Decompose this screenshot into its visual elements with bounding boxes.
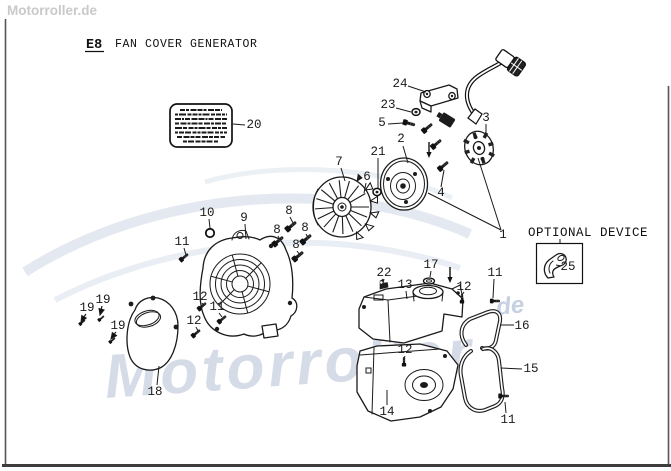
fan-blade-tips (355, 173, 380, 241)
callout-9: 9 (240, 211, 248, 225)
part-cooling-fan (312, 173, 380, 241)
callout-21: 21 (370, 145, 385, 159)
callout-15: 15 (523, 362, 538, 376)
part-grommet-10 (204, 227, 216, 239)
part-gasket-upper (459, 309, 503, 351)
connector-plug (495, 49, 527, 77)
part-wire-harness (464, 49, 527, 125)
callout-2: 2 (397, 132, 405, 146)
leader-lines (78, 85, 523, 414)
spec-label-text-lines (175, 109, 227, 143)
part-clip-22 (379, 278, 389, 290)
fan-cover-grille (209, 253, 271, 315)
optional-device-label: OPTIONAL DEVICE (528, 226, 648, 240)
callout-12d: 12 (397, 343, 412, 357)
part-shroud-lower (356, 343, 459, 422)
page-title: E8 FAN COVER GENERATOR (85, 38, 258, 53)
callout-5: 5 (378, 116, 386, 130)
part-flywheel (379, 157, 429, 211)
part-pickup-coil (436, 112, 456, 128)
callout-8d: 8 (292, 238, 300, 252)
part-duct-cover (126, 295, 179, 371)
part-shroud-upper (358, 282, 464, 344)
callout-10: 10 (199, 206, 214, 220)
callout-18: 18 (147, 385, 162, 399)
callout-19a: 19 (79, 301, 94, 315)
fan-fins (315, 180, 369, 235)
part-washer-21 (372, 187, 382, 197)
harness-boot (467, 108, 483, 125)
callout-23: 23 (380, 98, 395, 112)
callout-14: 14 (379, 405, 394, 419)
callout-25: 25 (560, 260, 575, 274)
callout-17: 17 (423, 258, 438, 272)
callout-11d: 11 (209, 300, 224, 314)
section-code: E8 (86, 38, 102, 53)
callout-arrow-19 (78, 305, 118, 341)
optional-device-section: OPTIONAL DEVICE 25 (528, 226, 648, 285)
part-bracket (419, 84, 459, 113)
callout-3: 3 (482, 111, 490, 125)
callout-19c: 19 (110, 319, 125, 333)
callout-8b: 8 (273, 223, 281, 237)
callout-6: 6 (363, 170, 371, 184)
callout-12b: 12 (186, 314, 201, 328)
callout-7: 7 (335, 155, 343, 169)
callout-11a: 11 (174, 235, 189, 249)
callout-labels: 20 24 23 5 2 21 7 3 6 4 1 10 9 8 8 8 8 1… (79, 77, 538, 427)
callout-12a: 12 (192, 290, 207, 304)
callout-11b: 11 (487, 266, 502, 280)
callout-16: 16 (514, 319, 529, 333)
part-fan-cover (199, 229, 298, 339)
direction-arrows (426, 142, 453, 283)
part-stator (463, 130, 495, 166)
part-spec-label (169, 103, 233, 148)
callout-11c: 11 (500, 413, 515, 427)
section-title: FAN COVER GENERATOR (115, 38, 258, 51)
callout-20: 20 (246, 118, 261, 132)
page-frame (2, 19, 671, 467)
watermark-topleft: Motorroller.de (7, 3, 98, 18)
callout-13: 13 (397, 278, 412, 292)
part-gasket-lower (458, 346, 505, 413)
part-cap-17 (422, 277, 436, 285)
callout-4: 4 (437, 186, 445, 200)
callout-8c: 8 (301, 221, 309, 235)
callout-19b: 19 (95, 293, 110, 307)
callout-1: 1 (499, 228, 507, 242)
callout-8a: 8 (285, 204, 293, 218)
part-elbow-25 (543, 252, 567, 279)
callout-22: 22 (376, 266, 391, 280)
callout-24: 24 (392, 77, 407, 91)
part-grommet-23 (411, 107, 421, 117)
callout-12c: 12 (456, 280, 471, 294)
